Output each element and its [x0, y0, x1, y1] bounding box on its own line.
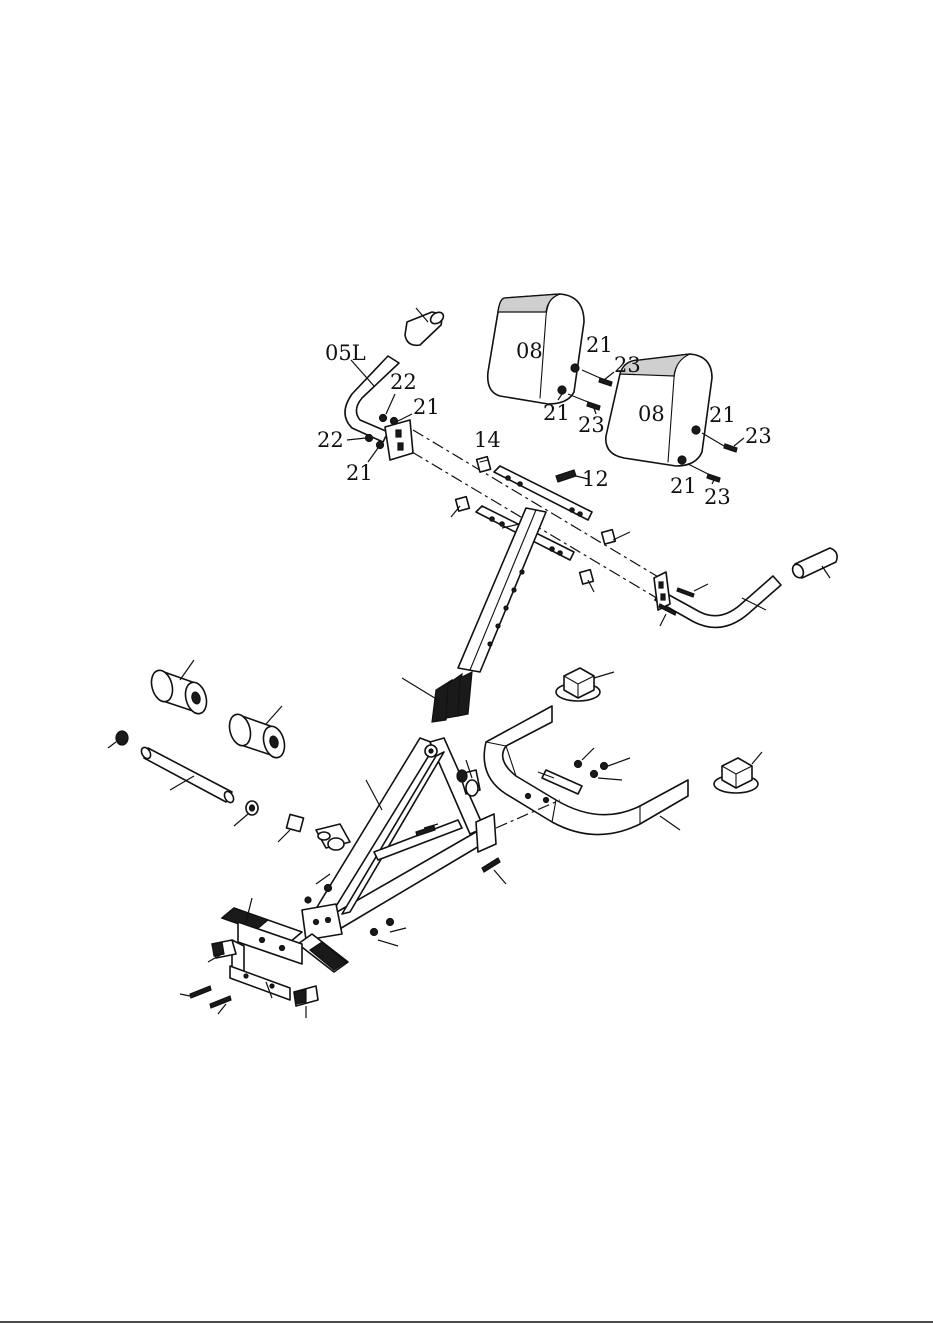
bushing-right-upper: [602, 530, 630, 544]
callout-23-pad-bottom: 23: [578, 413, 605, 437]
callout-08-right: 08: [638, 402, 665, 426]
end-cap-upper: [556, 668, 614, 701]
callout-21-left-bracket-top: 21: [413, 395, 440, 419]
rod-bushing: [234, 801, 258, 826]
roller-rod: [140, 746, 236, 804]
callout-05L: 05L: [325, 341, 366, 365]
callout-22-top: 22: [390, 370, 417, 394]
callout-22-side: 22: [317, 428, 344, 452]
handle-grip-top-left: [405, 308, 446, 345]
callout-21-pad-top: 21: [586, 333, 613, 357]
callout-21-right-pad-top: 21: [709, 403, 736, 427]
handle-bar-right: [655, 576, 781, 627]
bushing-right-lower: [580, 570, 594, 592]
callout-21-left-bracket-bottom: 21: [346, 461, 373, 485]
callout-23-pad-top: 23: [614, 353, 641, 377]
right-bracket: [654, 572, 670, 610]
end-cap-right: [714, 752, 762, 793]
bushing-14: [477, 457, 491, 472]
roller-mount: [316, 824, 350, 850]
bolt-bundle: [402, 672, 472, 722]
handle-grip-right: [791, 548, 838, 579]
callout-23-right-pad-bottom: 23: [704, 485, 731, 509]
washer-22-left-bottom: [366, 435, 373, 442]
callout-08-left: 08: [516, 339, 543, 363]
adjustable-post: [458, 508, 546, 672]
left-bracket: [385, 420, 413, 460]
callout-21-right-pad-bottom: 21: [670, 474, 697, 498]
callout-14: 14: [474, 428, 501, 452]
washer-22-left-top: [380, 415, 387, 422]
foam-roller-1: [148, 660, 210, 716]
foam-roller-2: [226, 706, 288, 760]
washer-21-left-top: [391, 418, 398, 425]
callout-21-pad-bottom: 21: [543, 401, 570, 425]
u-frame: [484, 706, 688, 835]
rod-end-cap: [108, 731, 128, 748]
callout-23-right-pad-top: 23: [745, 424, 772, 448]
washer-21-left-bottom: [377, 442, 384, 449]
callout-12: 12: [582, 467, 609, 491]
bushing-left-lower: [451, 497, 469, 517]
square-bushing: [278, 814, 304, 842]
